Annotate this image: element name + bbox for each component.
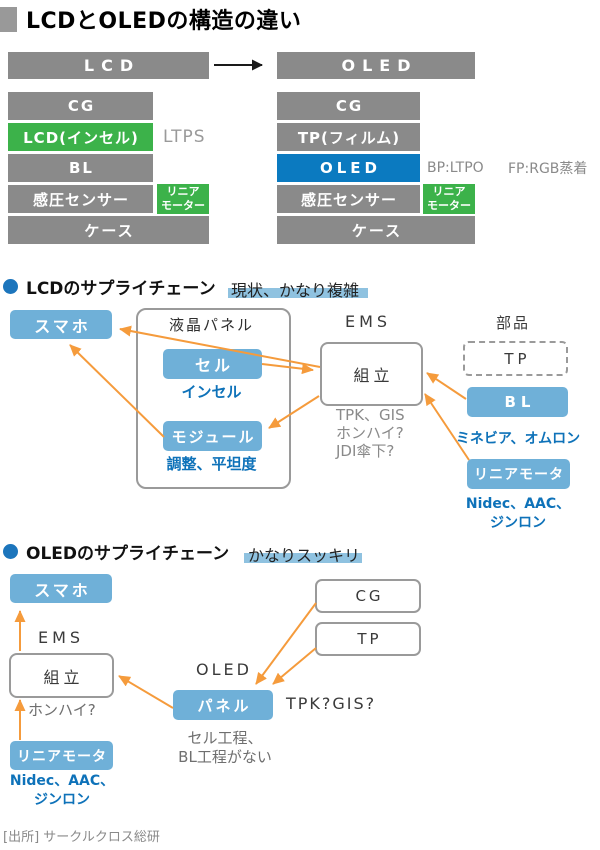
lcd-bl-note: ミネビア、オムロン (455, 431, 581, 447)
oled-cg-box: CG (315, 579, 421, 613)
oled-fp-note: FP:RGB蒸着 (508, 161, 588, 177)
oled-stack-header: OLED (277, 52, 475, 79)
title-square-icon (0, 6, 17, 32)
oled-chain-highlight-text: かなりスッキリ (248, 546, 361, 565)
bullet-icon (3, 543, 18, 559)
lcd-linear-motor-line2: モーター (161, 199, 205, 212)
lcd-linear-motor-note1: Nidec、AAC、 (465, 496, 571, 512)
oled-linear-motor-notes: Nidec、AAC、 ジンロン (1, 772, 123, 810)
lcd-parts-label: 部品 (496, 314, 531, 332)
oled-ems-label: EMS (38, 628, 85, 647)
lcd-linear-motor-line1: リニア (166, 184, 200, 198)
oled-panel-box: パネル (173, 690, 273, 720)
oled-bp-note: BP:LTPO (427, 160, 484, 176)
oled-row-case: ケース (277, 216, 475, 244)
lcd-tp-box: TP (463, 341, 568, 376)
oled-panel-side-note: TPK?GIS? (286, 694, 377, 713)
oled-row-cg: CG (277, 92, 420, 120)
oled-panel-note2: BL工程がない (178, 748, 272, 766)
oled-row-oled: OLED (277, 154, 420, 182)
oled-assembly-box: 組立 (9, 653, 114, 698)
lcd-chain-highlight-text: 現状、かなり複雑 (231, 281, 360, 300)
oled-assembly-note: ホンハイ? (28, 701, 96, 719)
lcd-cell-note: インセル (181, 383, 242, 401)
lcd-module-box: モジュール (163, 421, 262, 451)
oled-tp-box: TP (315, 622, 421, 656)
oled-panel-notes: セル工程、 BL工程がない (153, 729, 297, 767)
lcd-row-cg: CG (8, 92, 153, 120)
arrow-bl-to-assembly (426, 372, 467, 400)
oled-chain-heading: OLEDのサプライチェーン (26, 543, 230, 564)
oled-linear-motor-note2: ジンロン (34, 792, 90, 808)
lcd-ems-label: EMS (345, 312, 392, 331)
oled-chain-heading-block: OLEDのサプライチェーン (3, 541, 230, 564)
lcd-assembly-note3: JDI傘下? (336, 442, 395, 460)
oled-smartphone-box: スマホ (10, 574, 112, 603)
lcd-assembly-note2: ホンハイ? (336, 424, 404, 442)
lcd-row-pressure-sensor: 感圧センサー (8, 185, 153, 213)
lcd-linear-motor-chain-box: リニアモータ (467, 459, 570, 489)
lcd-linear-motor-notes: Nidec、AAC、 ジンロン (458, 495, 578, 533)
arrow-cg-to-panel (255, 602, 317, 685)
oled-linear-motor-line2: モーター (427, 199, 471, 212)
lcd-cell-box: セル (163, 349, 262, 379)
oled-linear-motor-note1: Nidec、AAC、 (9, 773, 115, 789)
lcd-bl-box: BL (467, 387, 568, 417)
oled-chain-highlight-marker (244, 553, 362, 563)
lcd-ltps-note: LTPS (163, 127, 206, 147)
oled-panel-note1: セル工程、 (187, 729, 263, 747)
lcd-chain-heading-block: LCDのサプライチェーン (3, 276, 216, 299)
arrow-linear-motor-to-assembly (424, 393, 470, 461)
lcd-linear-motor-note2: ジンロン (490, 515, 546, 531)
lcd-assembly-note1: TPK、GIS (336, 406, 405, 424)
oled-linear-motor-chain-box: リニアモータ (10, 741, 113, 770)
lcd-row-bl: BL (8, 154, 153, 182)
title-block: LCDとOLEDの構造の違い (0, 3, 301, 35)
bullet-icon (3, 278, 18, 294)
oled-row-pressure-sensor: 感圧センサー (277, 185, 420, 213)
lcd-chain-highlight-marker (228, 288, 368, 298)
lcd-chain-heading: LCDのサプライチェーン (26, 278, 216, 299)
lcd-module-note: 調整、平坦度 (166, 455, 257, 473)
arrow-tp-to-panel (272, 647, 317, 685)
lcd-assembly-box: 組立 (320, 342, 423, 406)
lcd-linear-motor-box: リニア モーター (157, 184, 209, 214)
source-note: [出所] サークルクロス総研 (3, 830, 160, 845)
lcd-stack-header: LCD (8, 52, 209, 79)
lcd-panel-group-label: 液晶パネル (168, 316, 254, 334)
page-title: LCDとOLEDの構造の違い (26, 9, 302, 34)
lcd-row-lcd-incell: LCD(インセル) (8, 123, 153, 151)
oled-label: OLED (196, 660, 252, 679)
oled-linear-motor-line1: リニア (432, 184, 466, 198)
lcd-assembly-notes: TPK、GIS ホンハイ? JDI傘下? (336, 406, 431, 460)
lcd-smartphone-box: スマホ (10, 310, 112, 339)
oled-linear-motor-box: リニア モーター (423, 184, 475, 214)
oled-row-tp-film: TP(フィルム) (277, 123, 420, 151)
arrow-panel-to-assembly (118, 675, 174, 709)
lcd-row-case: ケース (8, 216, 209, 244)
